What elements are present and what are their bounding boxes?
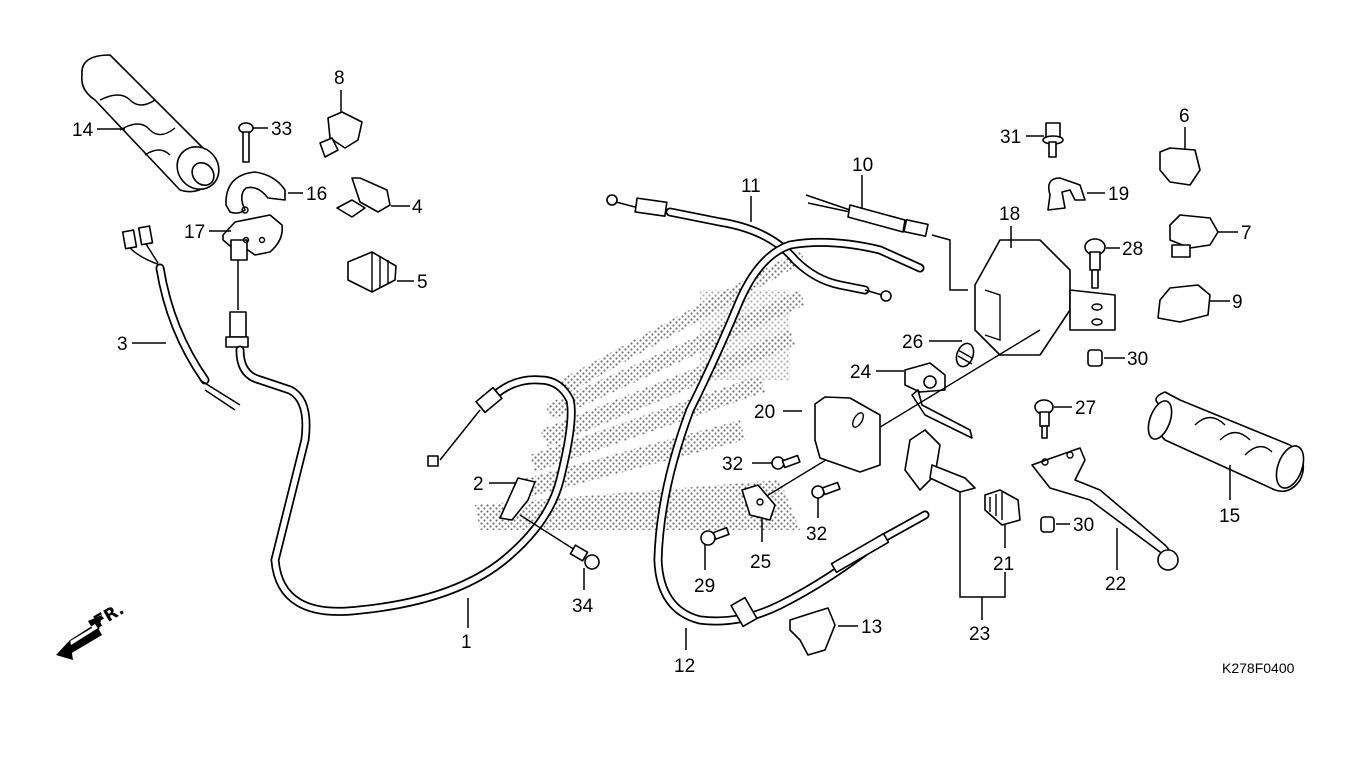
callout-8: 8: [334, 68, 345, 89]
part-10-wire[interactable]: [805, 194, 929, 237]
callout-2: 2: [473, 474, 484, 495]
callout-10: 10: [852, 155, 873, 176]
part-1-throttle-cable[interactable]: [225, 260, 576, 616]
part-32-screw-lower[interactable]: [811, 481, 841, 499]
callout-25: 25: [750, 552, 771, 573]
callout-4: 4: [412, 197, 423, 218]
callout-17: 17: [184, 222, 205, 243]
callout-18: 18: [999, 204, 1020, 225]
part-6-switch[interactable]: [1159, 147, 1201, 186]
callout-15: 15: [1219, 506, 1240, 527]
part-14-left-grip[interactable]: [80, 54, 228, 198]
callout-23: 23: [969, 624, 990, 645]
part-23-adjuster-assembly[interactable]: [904, 429, 976, 493]
part-26-spring[interactable]: [953, 341, 976, 369]
front-direction-label: FR.: [91, 599, 128, 632]
part-11-cable[interactable]: [606, 194, 892, 302]
part-3-wire-harness[interactable]: [121, 225, 241, 411]
part-15-right-grip[interactable]: [1144, 391, 1309, 493]
callout-33: 33: [271, 119, 292, 140]
callout-34: 34: [572, 596, 594, 617]
part-31-bolt[interactable]: [1042, 122, 1064, 158]
part-21-boot[interactable]: [984, 489, 1021, 526]
part-13-bracket[interactable]: [789, 607, 836, 656]
part-5-switch[interactable]: [347, 251, 397, 293]
part-16-holder-upper[interactable]: [225, 171, 286, 214]
part-24-bracket[interactable]: [904, 362, 973, 439]
callout-26: 26: [902, 332, 923, 353]
callout-28: 28: [1122, 239, 1143, 260]
front-arrow-icon: [56, 615, 102, 660]
callout-21: 21: [993, 554, 1014, 575]
part-4-switch[interactable]: [336, 177, 391, 218]
callout-27: 27: [1075, 398, 1096, 419]
callout-13: 13: [861, 617, 882, 638]
callout-20: 20: [754, 402, 775, 423]
callout-30-upper: 30: [1127, 349, 1148, 370]
callout-32-lower: 32: [806, 524, 827, 545]
callout-12: 12: [674, 656, 695, 677]
callout-7: 7: [1241, 223, 1252, 244]
part-30-nut-lower[interactable]: [1040, 516, 1055, 533]
part-20-plate[interactable]: [814, 396, 881, 473]
part-9-switch[interactable]: [1157, 284, 1211, 323]
callout-14: 14: [72, 120, 94, 141]
part-32-screw-upper[interactable]: [771, 454, 801, 470]
callout-1: 1: [461, 632, 472, 653]
part-8-switch[interactable]: [319, 111, 363, 158]
part-2-bracket[interactable]: [499, 477, 536, 521]
callout-6: 6: [1179, 106, 1190, 127]
part-18-housing[interactable]: [974, 239, 1116, 356]
callout-30-lower: 30: [1073, 515, 1094, 536]
callout-5: 5: [417, 272, 428, 293]
part-30-nut-upper[interactable]: [1087, 349, 1103, 367]
callout-9: 9: [1232, 292, 1243, 313]
part-27-bolt[interactable]: [1034, 399, 1054, 439]
part-29-screw[interactable]: [700, 526, 730, 546]
callout-29: 29: [694, 576, 715, 597]
part-33-screw[interactable]: [238, 122, 254, 163]
callout-3: 3: [117, 334, 128, 355]
callout-19: 19: [1108, 184, 1129, 205]
part-7-switch[interactable]: [1169, 214, 1219, 258]
wing-watermark: [475, 250, 805, 530]
part-19-clamp[interactable]: [1047, 177, 1086, 211]
part-28-bolt[interactable]: [1084, 238, 1106, 289]
callout-16: 16: [306, 184, 327, 205]
callout-31: 31: [1000, 127, 1021, 148]
part-12-brake-cable[interactable]: [653, 237, 930, 628]
diagram-code: K278F0400: [1222, 660, 1295, 676]
callout-32-upper: 32: [722, 454, 743, 475]
part-22-brake-lever[interactable]: [1031, 447, 1179, 571]
callout-24: 24: [850, 362, 872, 383]
part-34-bolt[interactable]: [519, 514, 600, 570]
part-25-collar[interactable]: [741, 484, 776, 521]
part-17-holder-lower[interactable]: [222, 214, 284, 261]
callout-22: 22: [1105, 574, 1126, 595]
callout-11: 11: [741, 176, 761, 197]
